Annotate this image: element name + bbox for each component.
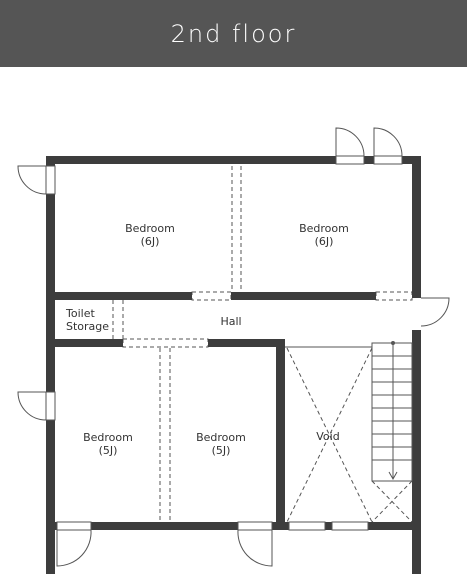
- room-label-toilet: Toilet: [65, 307, 95, 320]
- door-swing: [237, 529, 273, 567]
- room-size: (6J): [315, 235, 334, 248]
- room-label-bedroom: Bedroom: [299, 222, 349, 235]
- wall-right-upper: [412, 156, 421, 298]
- floor-title: 2nd floor: [170, 19, 297, 48]
- door-swing: [420, 297, 450, 327]
- window: [45, 391, 56, 421]
- door-swing: [17, 165, 47, 195]
- door-opening: [375, 291, 413, 301]
- room-size: (5J): [99, 444, 118, 457]
- stair-start-dot: [391, 341, 395, 345]
- door-swing: [373, 127, 403, 157]
- wall-hall-bottom: [55, 339, 123, 347]
- room-size: (6J): [141, 235, 160, 248]
- door-opening: [191, 291, 232, 301]
- window: [45, 165, 56, 195]
- page-header: 2nd floor: [0, 0, 467, 67]
- stair-landing-cross: [371, 480, 413, 523]
- window: [288, 521, 326, 531]
- room-label-storage: Storage: [66, 320, 109, 333]
- door-opening: [122, 338, 209, 348]
- wall-mid: [55, 292, 192, 300]
- room-label-bedroom: Bedroom: [196, 431, 246, 444]
- room-label-bedroom: Bedroom: [83, 431, 133, 444]
- window: [56, 521, 92, 531]
- void-cross: [286, 347, 373, 523]
- wall-bottom: [55, 522, 412, 530]
- wall-left: [46, 156, 55, 574]
- door-swing: [17, 391, 47, 421]
- room-label-hall: Hall: [220, 315, 241, 328]
- door-swing: [56, 529, 92, 567]
- room-size: (5J): [212, 444, 231, 457]
- window: [237, 521, 273, 531]
- wall-top: [46, 156, 420, 164]
- room-label-bedroom: Bedroom: [125, 222, 175, 235]
- wall-mid: [231, 292, 376, 300]
- window: [335, 155, 365, 165]
- stair-arrow-icon: [388, 471, 398, 481]
- void-cross: [286, 347, 373, 523]
- wall-void-left: [276, 339, 285, 529]
- window: [331, 521, 369, 531]
- wall-right-lower: [412, 330, 421, 574]
- door-swing: [335, 127, 365, 157]
- window: [373, 155, 403, 165]
- wall-hall-bottom: [208, 339, 284, 347]
- room-label-void: Void: [316, 430, 339, 443]
